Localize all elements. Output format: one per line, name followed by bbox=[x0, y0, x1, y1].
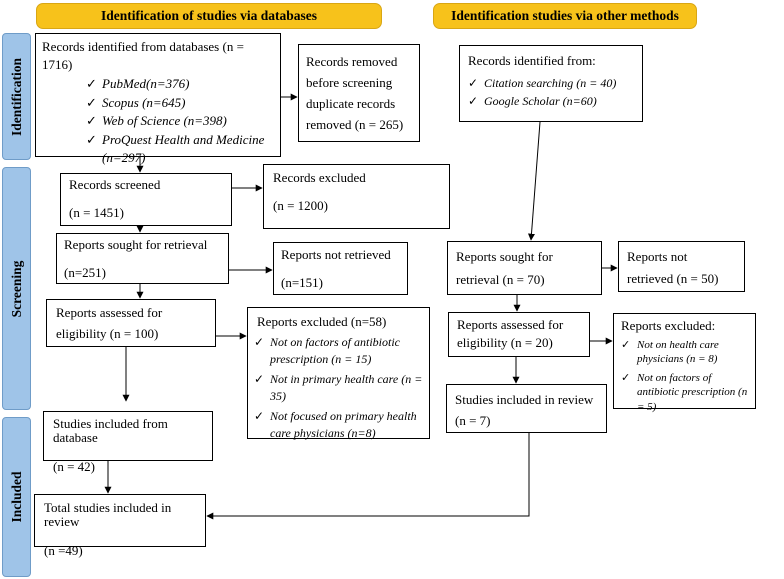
db-records-screened-label: Records screened bbox=[69, 177, 161, 192]
other-exclusion-item: ✓ Not on factors of antibiotic prescripti… bbox=[621, 371, 748, 415]
check-icon: ✓ bbox=[86, 131, 97, 147]
db-source-item: ✓ Scopus (n=645) bbox=[86, 94, 274, 112]
check-icon: ✓ bbox=[468, 75, 479, 90]
other-source-item: ✓ Citation searching (n = 40) bbox=[468, 74, 634, 93]
other-source-item: ✓ Google Scholar (n=60) bbox=[468, 92, 634, 111]
db-reports-sought-label: Reports sought for retrieval bbox=[64, 237, 208, 252]
db-reports-excluded-box: Reports excluded (n=58) ✓ Not on factors … bbox=[247, 307, 430, 442]
db-source-item: ✓ PubMed(n=376) bbox=[86, 75, 274, 93]
check-icon: ✓ bbox=[86, 113, 97, 129]
check-icon: ✓ bbox=[468, 94, 479, 109]
check-icon: ✓ bbox=[254, 409, 265, 424]
total-studies-included-label: Total studies included in review bbox=[44, 500, 172, 530]
db-source-item: ✓ Web of Science (n=398) bbox=[86, 112, 274, 130]
db-source-item: ✓ ProQuest Health and Medicine (n=297) bbox=[86, 131, 274, 168]
db-records-removed-text: Records removed before screening duplica… bbox=[306, 54, 404, 133]
check-icon: ✓ bbox=[86, 94, 97, 110]
other-reports-excluded-box: Reports excluded: ✓ Not on health care ph… bbox=[613, 313, 756, 413]
db-reports-sought-n: (n=251) bbox=[64, 265, 106, 281]
other-source-label: Citation searching (n = 40) bbox=[484, 75, 617, 90]
db-exclusion-label: Not in primary health care (n = 35) bbox=[270, 372, 423, 404]
db-reports-assessed-box: Reports assessed for eligibility (n = 10… bbox=[46, 299, 216, 347]
db-reports-excluded-title: Reports excluded (n=58) bbox=[257, 314, 387, 329]
db-studies-included-n: (n = 42) bbox=[53, 458, 95, 474]
arrow-other-included-to-total bbox=[206, 433, 530, 520]
db-exclusion-item: ✓ Not on factors of antibiotic prescripti… bbox=[254, 334, 423, 368]
db-reports-assessed-text: Reports assessed for eligibility (n = 10… bbox=[56, 305, 163, 341]
other-reports-assessed-box: Reports assessed for eligibility (n = 20… bbox=[448, 312, 590, 357]
check-icon: ✓ bbox=[621, 371, 631, 384]
phase-identification: Identification bbox=[2, 33, 31, 160]
db-exclusion-item: ✓ Not in primary health care (n = 35) bbox=[254, 371, 423, 405]
db-exclusion-item: ✓ Not focused on primary health care phys… bbox=[254, 408, 423, 442]
header-databases: Identification of studies via databases bbox=[36, 3, 382, 29]
other-reports-not-retrieved-box: Reports not retrieved (n = 50) bbox=[618, 241, 745, 292]
db-records-identified-box: Records identified from databases (n = 1… bbox=[35, 33, 281, 165]
phase-screening: Screening bbox=[2, 167, 31, 410]
other-reports-sought-text: Reports sought for retrieval (n = 70) bbox=[456, 249, 553, 287]
db-studies-included-box: Studies included from database (n = 42) bbox=[43, 411, 213, 473]
db-reports-excluded-list: ✓ Not on factors of antibiotic prescripti… bbox=[254, 334, 423, 442]
db-reports-not-retrieved-n: (n=151) bbox=[281, 275, 323, 291]
db-records-excluded-label: Records excluded bbox=[273, 170, 366, 185]
db-records-identified-title: Records identified from databases (n = 1… bbox=[42, 39, 244, 73]
db-studies-included-label: Studies included from database bbox=[53, 416, 168, 446]
db-source-label: ProQuest Health and Medicine (n=297) bbox=[102, 131, 265, 166]
db-exclusion-label: Not on factors of antibiotic prescriptio… bbox=[270, 335, 401, 367]
db-records-excluded-n: (n = 1200) bbox=[273, 198, 328, 214]
check-icon: ✓ bbox=[254, 372, 265, 387]
total-studies-included-box: Total studies included in review (n =49) bbox=[34, 494, 206, 557]
other-sources-list: ✓ Citation searching (n = 40) ✓ Google Sch… bbox=[468, 74, 634, 111]
other-exclusion-label: Not on factors of antibiotic prescriptio… bbox=[637, 371, 748, 413]
db-sources-list: ✓ PubMed(n=376) ✓ Scopus (n=645) ✓ Web of S… bbox=[86, 75, 274, 167]
other-reports-excluded-list: ✓ Not on health care physicians (n = 8) ✓… bbox=[621, 338, 748, 415]
other-reports-excluded-title: Reports excluded: bbox=[621, 318, 716, 333]
db-records-excluded-box: Records excluded (n = 1200) bbox=[263, 164, 450, 229]
other-reports-sought-box: Reports sought for retrieval (n = 70) bbox=[447, 241, 602, 295]
other-studies-included-text: Studies included in review (n = 7) bbox=[455, 392, 594, 429]
db-source-label: Web of Science (n=398) bbox=[102, 113, 227, 129]
db-records-removed-box: Records removed before screening duplica… bbox=[298, 44, 420, 142]
header-other-methods: Identification studies via other methods bbox=[433, 3, 697, 29]
phase-included: Included bbox=[2, 417, 31, 577]
other-reports-assessed-text: Reports assessed for eligibility (n = 20… bbox=[457, 317, 564, 350]
db-source-label: PubMed(n=376) bbox=[102, 76, 190, 92]
other-source-label: Google Scholar (n=60) bbox=[484, 94, 597, 109]
db-reports-sought-box: Reports sought for retrieval (n=251) bbox=[56, 233, 229, 284]
db-exclusion-label: Not focused on primary health care physi… bbox=[270, 409, 417, 441]
other-exclusion-label: Not on health care physicians (n = 8) bbox=[637, 338, 719, 366]
db-reports-not-retrieved-label: Reports not retrieved bbox=[281, 247, 391, 262]
db-source-label: Scopus (n=645) bbox=[102, 94, 186, 110]
total-studies-included-n: (n =49) bbox=[44, 542, 83, 558]
check-icon: ✓ bbox=[86, 76, 97, 92]
db-records-screened-box: Records screened (n = 1451) bbox=[60, 173, 232, 226]
db-reports-not-retrieved-box: Reports not retrieved (n=151) bbox=[273, 242, 408, 295]
db-records-screened-n: (n = 1451) bbox=[69, 205, 124, 221]
other-reports-not-retrieved-text: Reports not retrieved (n = 50) bbox=[627, 249, 719, 287]
other-records-identified-box: Records identified from: ✓ Citation searc… bbox=[459, 45, 643, 122]
check-icon: ✓ bbox=[254, 335, 265, 350]
other-records-identified-title: Records identified from: bbox=[468, 53, 596, 68]
other-exclusion-item: ✓ Not on health care physicians (n = 8) bbox=[621, 338, 748, 367]
check-icon: ✓ bbox=[621, 338, 631, 351]
other-studies-included-box: Studies included in review (n = 7) bbox=[446, 384, 607, 433]
arrow-other-identified-to-sought bbox=[527, 121, 541, 241]
